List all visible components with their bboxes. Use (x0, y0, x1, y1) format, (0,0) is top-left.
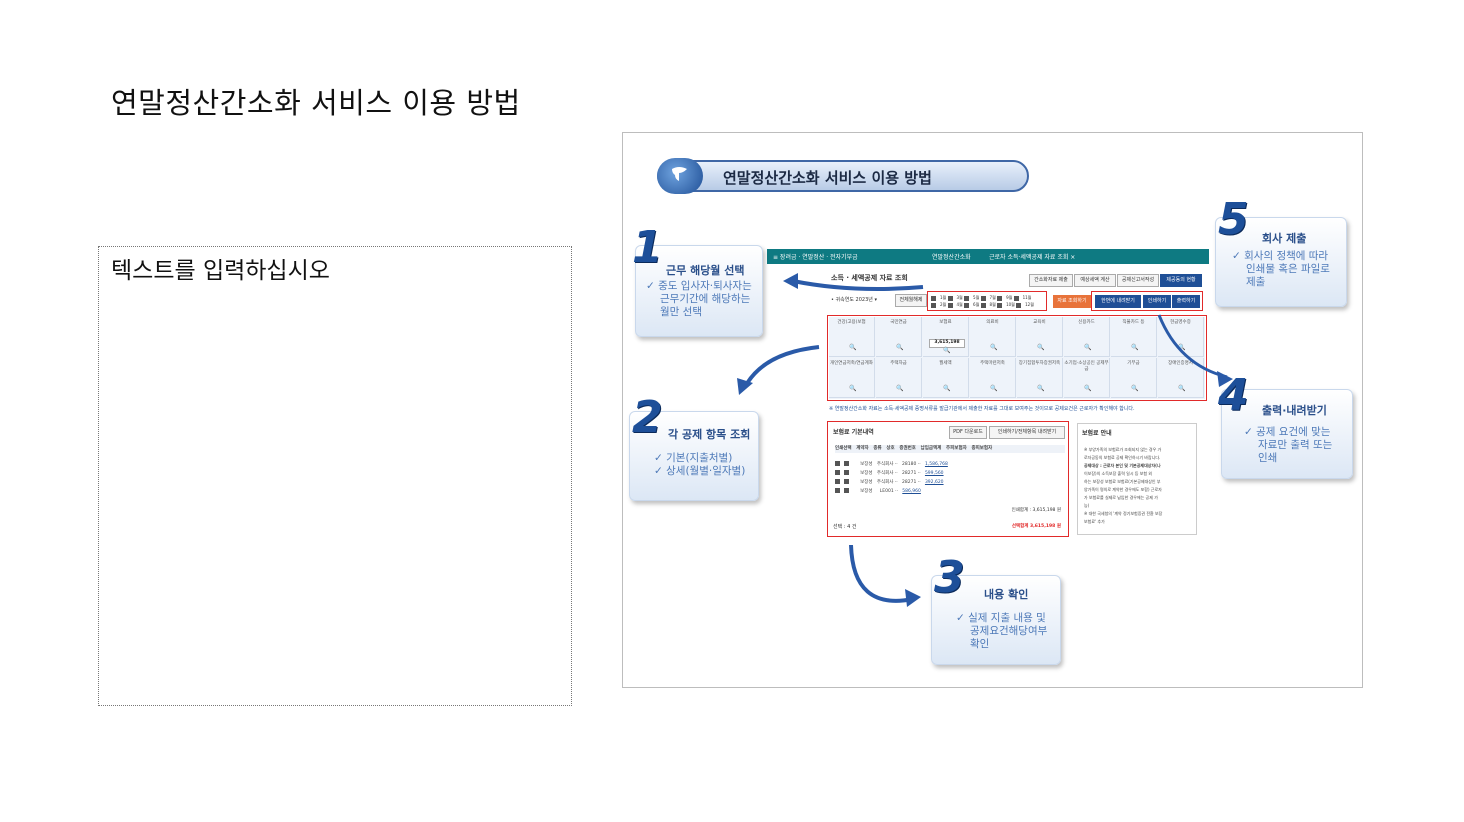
selected-count: 선택 : 4 건 (833, 524, 857, 530)
web-tab-1: 연말정산간소화 (932, 254, 971, 261)
search-icon: 🔍 (896, 385, 904, 392)
print-download-btn: 인쇄하기/전체항목 내려받기 (989, 426, 1065, 439)
web-btn-download: 한번에 내려받기 (1095, 295, 1141, 308)
web-btn-select-all: 전체월해제 (895, 294, 927, 307)
search-icon: 🔍 (943, 347, 951, 354)
category-grid-highlight (827, 315, 1207, 401)
category-cell: 의료비🔍 (970, 317, 1016, 357)
figure-banner: 연말정산간소화 서비스 이용 방법 (657, 158, 1029, 194)
web-btn-form: 공제신고서작성 (1117, 274, 1159, 287)
guide-title: 보험료 안내 (1082, 430, 1112, 437)
step-2-desc: ✓ 기본(지출처별)✓ 상세(월별·일자별) (654, 452, 746, 477)
web-btn-output: 출력하기 (1172, 295, 1200, 308)
search-icon: 🔍 (1037, 385, 1045, 392)
category-cell: 장애인증명서🔍 (1158, 358, 1204, 398)
category-cell: 주택마련저축🔍 (970, 358, 1016, 398)
flow-arrows (737, 273, 1233, 607)
text-placeholder: 텍스트를 입력하십시오 (111, 258, 330, 284)
web-tab-2: 근로자 소득·세액공제 자료 조회 × (989, 254, 1076, 261)
detail-panel-highlight (827, 421, 1069, 537)
web-btn-submit: 간소화자료 제출 (1029, 274, 1073, 287)
web-menu-path: ≡ 장려금 · 연말정산 · 전자기부금 (773, 254, 858, 261)
search-icon: 🔍 (1084, 344, 1092, 351)
selected-total: 선택합계 3,615,198 원 (1011, 524, 1061, 529)
web-btn-consent: 제공동의 현황 (1160, 274, 1202, 287)
step-1-number: 1 (632, 222, 663, 273)
text-placeholder-box[interactable]: 텍스트를 입력하십시오 (98, 246, 572, 706)
web-btn-calc: 예상세액 계산 (1074, 274, 1116, 287)
insurance-guide-panel: 보험료 안내 ※ 부양가족의 보험료가 조회되지 않는 경우 가 로자공동의 보… (1077, 423, 1197, 535)
step-1-title: 근무 해당월 선택 (666, 264, 745, 277)
step-3-number: 3 (934, 552, 965, 603)
web-year-select: • 귀속연도 2023년 ▾ (831, 297, 877, 303)
search-icon: 🔍 (990, 385, 998, 392)
search-icon: 🔍 (990, 344, 998, 351)
print-total: 인쇄합계 : 3,615,198 원 (1011, 508, 1061, 513)
search-icon: 🔍 (1037, 344, 1045, 351)
month-select-highlight (927, 291, 1047, 311)
web-btn-search: 자료 조회하기 (1053, 295, 1091, 308)
table-header: 인쇄선택 계약자 종류 상호 증권번호 납입금액계 주피보험자 종피보험자 (835, 445, 1065, 453)
web-notice: ※ 연말정산간소화 자료는 소득·세액공제 증명서류를 발급기관에서 제출한 자… (829, 406, 1135, 412)
step-4-number: 4 (1218, 370, 1249, 421)
search-icon: 🔍 (849, 385, 857, 392)
web-screenshot: ≡ 장려금 · 연말정산 · 전자기부금 연말정산간소화 근로자 소득·세액공제… (767, 249, 1209, 537)
logo-icon (657, 158, 703, 194)
search-icon: 🔍 (1131, 344, 1139, 351)
table-row: 보장성 LE001 ·· 586,960 (835, 488, 1065, 496)
step-5-number: 5 (1218, 194, 1249, 245)
category-cell: 장기집합투자증권저축🔍 (1017, 358, 1063, 398)
category-cell: 소기업·소상공인 공제부금🔍 (1064, 358, 1110, 398)
search-icon: 🔍 (1131, 385, 1139, 392)
step-2-box: 2 각 공제 항목 조회 ✓ 기본(지출처별)✓ 상세(월별·일자별) (629, 392, 759, 501)
category-cell: 기부금🔍 (1111, 358, 1157, 398)
category-cell: 국민연금🔍 (876, 317, 922, 357)
category-cell: 건강(고용)보험🔍 (829, 317, 875, 357)
step-4-title: 출력·내려받기 (1262, 404, 1327, 417)
slide-title: 연말정산간소화 서비스 이용 방법 (111, 86, 521, 120)
search-icon: 🔍 (1084, 385, 1092, 392)
step-2-number: 2 (632, 392, 663, 443)
guide-text: ※ 부양가족의 보험료가 조회되지 않는 경우 가 로자공동의 보험료 공제 확… (1084, 447, 1163, 524)
category-cell: 교육비🔍 (1017, 317, 1063, 357)
insurance-amount: 3,615,198 (929, 339, 965, 348)
insurance-detail-panel: 보험료 기본내역 PDF 다운로드 인쇄하기/전체항목 내려받기 인쇄선택 계약… (829, 423, 1067, 535)
step-3-title: 내용 확인 (984, 588, 1029, 601)
web-subtitle: 소득 · 세액공제 자료 조회 (831, 274, 908, 282)
search-icon: 🔍 (1178, 385, 1186, 392)
month-checkboxes: 1월 3월 5월 7월 9월 11월 2월 4월 6월 8월 10월 12월 (931, 294, 1045, 308)
table-row: 보장성 주식회사 ·· 28271 ·· 392,620 (835, 479, 1065, 487)
figure-frame: 연말정산간소화 서비스 이용 방법 ≡ 장려금 · 연말정산 · 전자기부금 연… (622, 132, 1363, 688)
category-cell: 신용카드🔍 (1064, 317, 1110, 357)
table-row: 보장성 주식회사 ·· 28180 ·· 1,586,768 (835, 461, 1065, 469)
search-icon: 🔍 (943, 385, 951, 392)
search-icon: 🔍 (849, 344, 857, 351)
step-5-title: 회사 제출 (1262, 232, 1307, 245)
pdf-download-btn: PDF 다운로드 (949, 426, 987, 439)
web-btn-print: 인쇄하기 (1143, 295, 1171, 308)
step-2-title: 각 공제 항목 조회 (668, 428, 751, 441)
category-cell: 월세액🔍 (923, 358, 969, 398)
category-cell: 직불카드 등🔍 (1111, 317, 1157, 357)
download-print-highlight (1091, 291, 1203, 311)
category-cell: 주택자금🔍 (876, 358, 922, 398)
table-row: 보장성 주식회사 ·· 28271 ·· 599,560 (835, 470, 1065, 478)
banner-title: 연말정산간소화 서비스 이용 방법 (723, 169, 932, 187)
search-icon: 🔍 (896, 344, 904, 351)
web-topbar: ≡ 장려금 · 연말정산 · 전자기부금 연말정산간소화 근로자 소득·세액공제… (767, 249, 1209, 264)
category-cell: 현금영수증🔍 (1158, 317, 1204, 357)
search-icon: 🔍 (1178, 344, 1186, 351)
panel-title: 보험료 기본내역 (833, 429, 874, 436)
category-cell: 개인연금저축/연금계좌🔍 (829, 358, 875, 398)
